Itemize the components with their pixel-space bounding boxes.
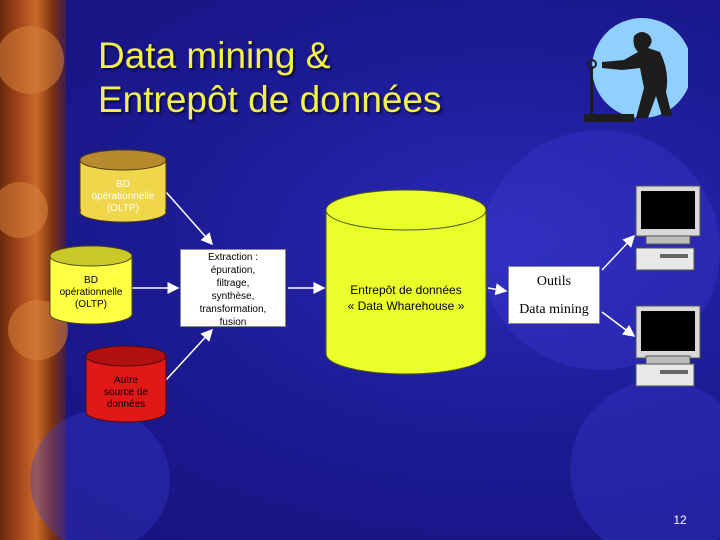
- warehouse-label: Entrepôt de données « Data Wharehouse »: [330, 282, 482, 314]
- source2-line2: opérationnelle: [59, 287, 123, 298]
- source1-line2: opérationnelle: [91, 191, 155, 202]
- slide-title: Data mining & Entrepôt de données: [98, 34, 442, 122]
- arrow-source3: [165, 328, 214, 381]
- tools-subtitle: Data mining: [519, 302, 589, 317]
- source1-line1: BD: [116, 179, 130, 190]
- arrow-computer-top: [601, 234, 636, 271]
- source2-line3: (OLTP): [74, 299, 108, 310]
- warehouse-line2: « Data Wharehouse »: [347, 299, 465, 313]
- miner-clipart-icon: [584, 18, 688, 122]
- source1-cylinder: [79, 149, 167, 223]
- tools-title: Outils: [536, 274, 572, 289]
- extraction-line: fusion: [219, 317, 247, 328]
- source1-label: BD opérationnelle (OLTP): [82, 179, 164, 215]
- source3-label: Autre source de données: [86, 375, 166, 411]
- extraction-box: [180, 249, 286, 327]
- page-number: 12: [673, 513, 687, 527]
- computer-icon: [635, 305, 701, 387]
- source1-line3: (OLTP): [106, 203, 140, 214]
- tools-box: [508, 266, 600, 324]
- extraction-text: Extraction : épuration, filtrage, synthè…: [184, 251, 282, 329]
- arrow-computer-bottom: [601, 311, 636, 337]
- source3-line3: données: [106, 399, 146, 410]
- extraction-line: filtrage,: [216, 278, 250, 289]
- arrow-tools: [487, 283, 508, 296]
- warehouse-line1: Entrepôt de données: [350, 283, 462, 297]
- arrow-source1: [165, 191, 213, 246]
- title-line-2: Entrepôt de données: [98, 79, 442, 120]
- source3-line2: source de: [104, 387, 148, 398]
- extraction-line: Extraction :: [207, 252, 259, 263]
- computer-icon: [635, 185, 701, 271]
- source2-line1: BD: [84, 275, 98, 286]
- source2-cylinder: [49, 245, 133, 325]
- extraction-line: épuration,: [210, 265, 256, 276]
- warehouse-cylinder: [325, 189, 487, 375]
- extraction-line: synthèse,: [211, 291, 255, 302]
- extraction-line: transformation,: [199, 304, 267, 315]
- source3-cylinder: [85, 345, 167, 423]
- source3-line1: Autre: [114, 375, 138, 386]
- source2-label: BD opérationnelle (OLTP): [50, 275, 132, 311]
- title-line-1: Data mining &: [98, 35, 331, 76]
